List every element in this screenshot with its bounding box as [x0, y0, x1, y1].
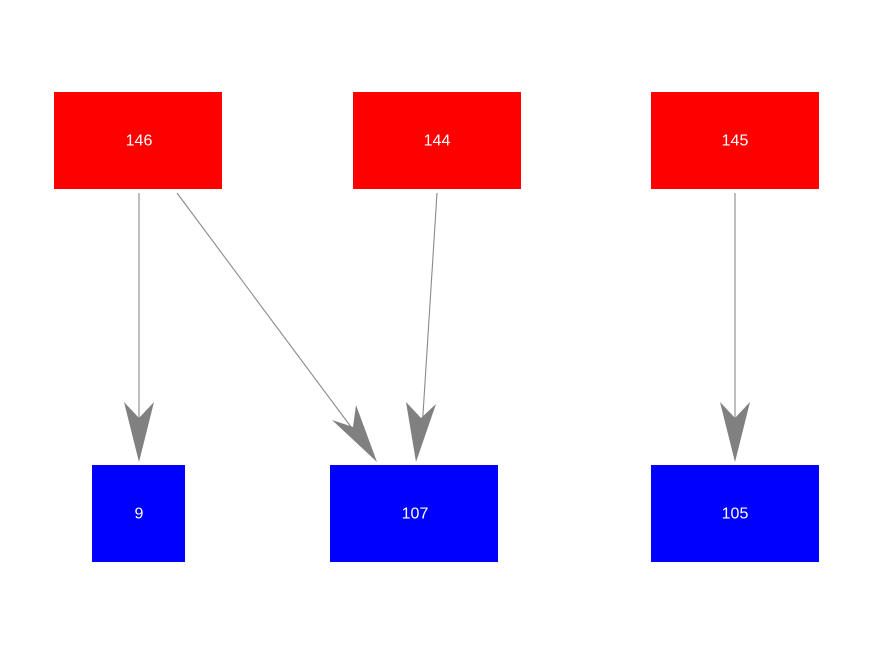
arrowhead-icon [124, 402, 154, 462]
edge-146-to-107 [176, 192, 377, 462]
node-146[interactable]: 146 [54, 92, 222, 189]
edge-144-to-107 [406, 192, 438, 462]
arrowhead-icon [332, 405, 377, 462]
node-label: 107 [402, 506, 429, 523]
arrowhead-icon [720, 402, 750, 462]
edge-146-to-9 [124, 193, 154, 462]
edge-145-to-105 [720, 193, 750, 462]
node-label: 146 [126, 133, 153, 150]
node-9[interactable]: 9 [92, 465, 185, 562]
node-label: 145 [722, 133, 749, 150]
edges-layer [124, 192, 750, 462]
node-144[interactable]: 144 [353, 92, 521, 189]
node-label: 105 [722, 506, 749, 523]
arrowhead-icon [406, 402, 436, 462]
node-label: 9 [135, 506, 144, 523]
node-107[interactable]: 107 [330, 465, 498, 562]
nodes-layer: 146 144 145 9 107 105 [54, 92, 819, 562]
node-145[interactable]: 145 [651, 92, 819, 189]
node-105[interactable]: 105 [651, 465, 819, 562]
node-label: 144 [424, 133, 451, 150]
